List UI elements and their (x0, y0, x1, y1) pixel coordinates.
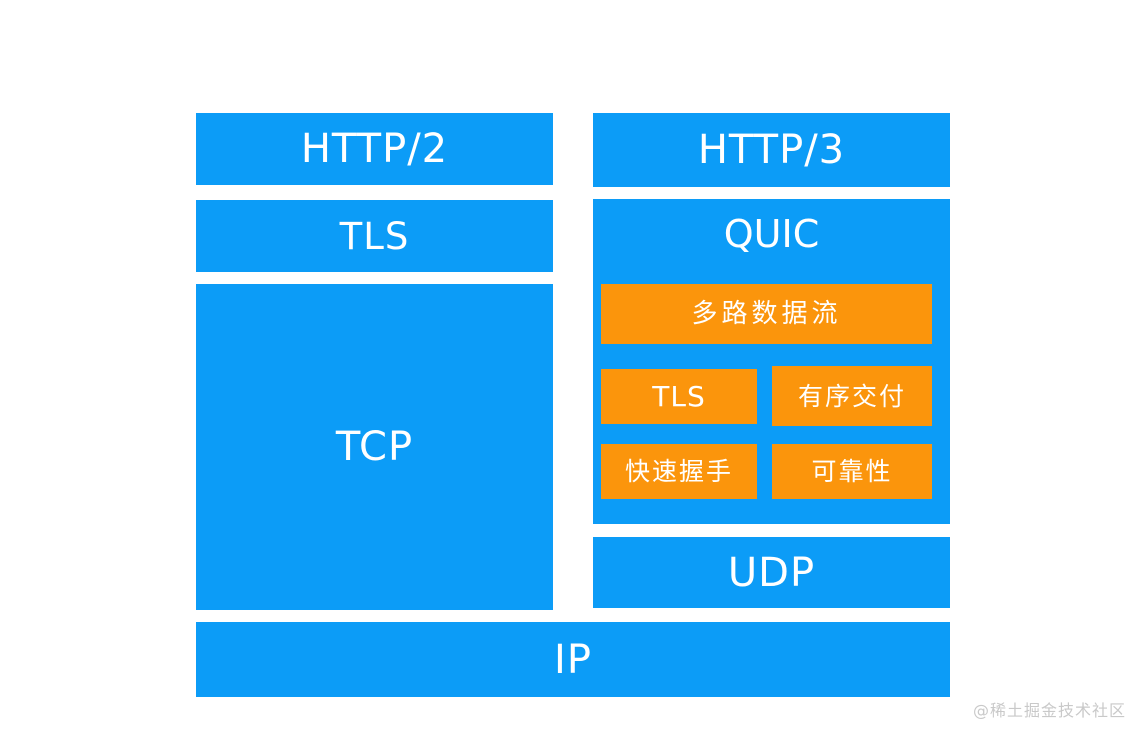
layer-http3: HTTP/3 (593, 113, 950, 187)
layer-tcp-label: TCP (335, 424, 414, 470)
quic-feature-fast-handshake: 快速握手 (601, 444, 757, 499)
layer-http3-label: HTTP/3 (697, 127, 846, 173)
layer-tcp: TCP (196, 284, 553, 610)
quic-feature-ordered-delivery: 有序交付 (772, 366, 932, 426)
layer-udp-label: UDP (727, 549, 816, 596)
layer-http2: HTTP/2 (196, 113, 553, 185)
quic-feature-reliability-label: 可靠性 (811, 457, 893, 486)
quic-feature-multiplexed-streams-label: 多路数据流 (691, 299, 842, 329)
quic-feature-reliability: 可靠性 (772, 444, 932, 499)
quic-feature-multiplexed-streams: 多路数据流 (601, 284, 932, 344)
watermark: @稀土掘金技术社区 (972, 701, 1126, 720)
quic-feature-fast-handshake-label: 快速握手 (624, 457, 733, 486)
layer-ip-label: IP (554, 636, 592, 683)
layer-tls-left: TLS (196, 200, 553, 272)
layer-ip: IP (196, 622, 950, 697)
layer-tls-left-label: TLS (339, 214, 410, 258)
layer-quic-label: QUIC (723, 212, 820, 256)
layer-http2-label: HTTP/2 (300, 126, 449, 172)
quic-feature-tls: TLS (601, 369, 757, 424)
quic-feature-ordered-delivery-label: 有序交付 (797, 381, 906, 411)
quic-feature-tls-label: TLS (652, 379, 706, 413)
layer-udp: UDP (593, 537, 950, 608)
